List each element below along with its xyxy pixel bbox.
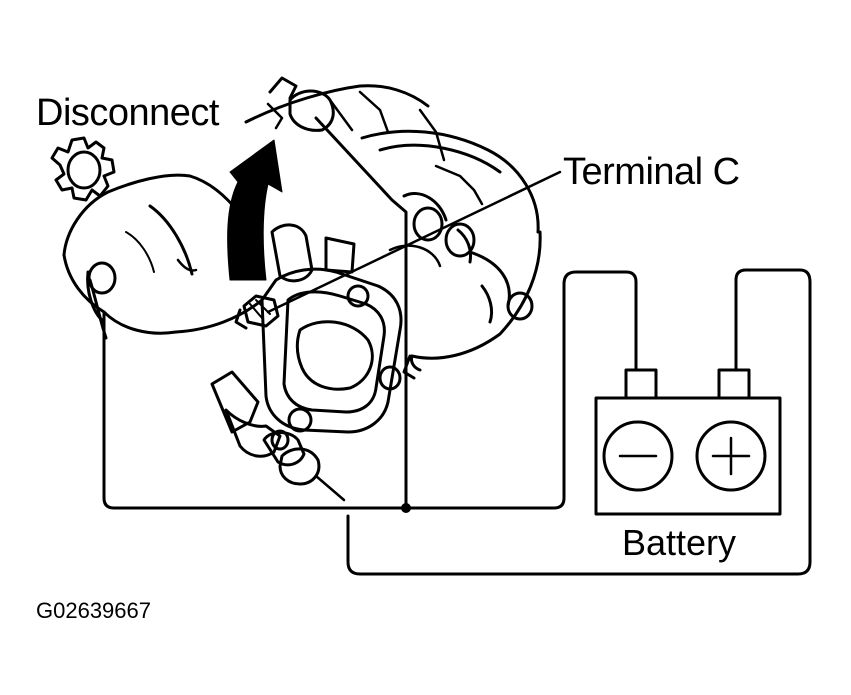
terminal-c-leader bbox=[266, 170, 562, 314]
harness-connector bbox=[210, 370, 321, 486]
battery-label: Battery bbox=[622, 522, 737, 563]
wire-harness-lead bbox=[314, 474, 346, 502]
top-terminal-cap bbox=[266, 76, 335, 132]
battery bbox=[594, 368, 782, 516]
pinion-gear bbox=[50, 136, 116, 202]
wire-positive bbox=[346, 268, 812, 576]
battery-case bbox=[594, 396, 782, 516]
motor-yoke bbox=[244, 84, 542, 380]
battery-negative-post bbox=[624, 368, 658, 400]
disconnect-arrow bbox=[227, 139, 283, 281]
plus-icon bbox=[711, 436, 751, 476]
wiring bbox=[102, 116, 812, 576]
magnetic-switch bbox=[260, 223, 403, 434]
figure-code: G02639667 bbox=[36, 598, 151, 623]
battery-positive-circle bbox=[695, 420, 767, 492]
disconnect-label: Disconnect bbox=[36, 92, 219, 134]
starter-motor bbox=[50, 76, 542, 486]
battery-positive-post bbox=[717, 368, 751, 400]
battery-negative-circle bbox=[602, 420, 674, 492]
terminal-c-label: Terminal C bbox=[563, 151, 740, 193]
wire-junction-dot bbox=[401, 503, 411, 513]
wire-top-terminal bbox=[314, 116, 408, 510]
wire-body-ground bbox=[102, 270, 638, 510]
drive-housing bbox=[62, 173, 264, 346]
